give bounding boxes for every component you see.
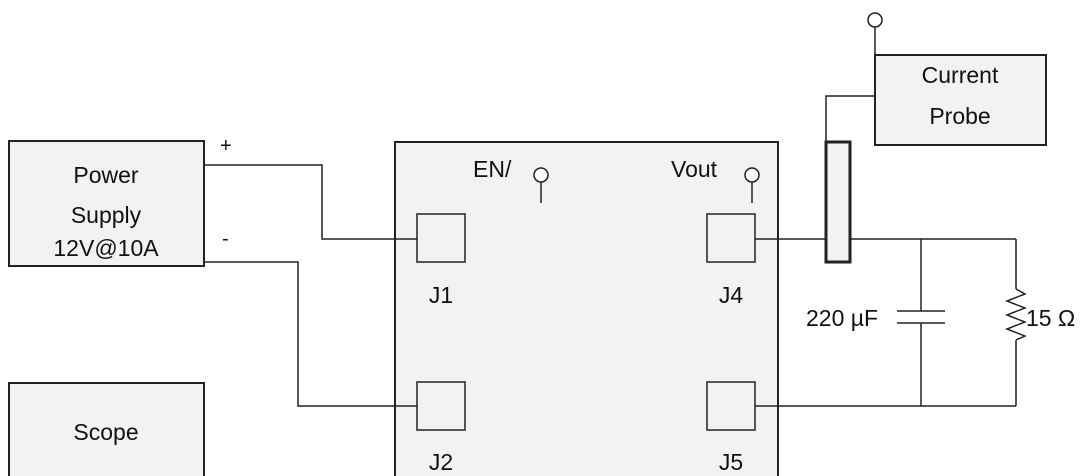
connector-j5: [706, 381, 756, 431]
j4-label: J4: [719, 282, 744, 308]
capacitor-label: 220 µF: [806, 305, 878, 331]
current-probe-label-line2: Probe: [929, 103, 990, 129]
scope-label: Scope: [73, 419, 138, 445]
power-supply-label-line1: Power: [73, 162, 139, 188]
positive-supply-wire: [204, 164, 417, 240]
current-probe-clamp: [824, 140, 852, 264]
j1-label: J1: [429, 282, 453, 308]
resistor-label: 15 Ω: [1026, 305, 1075, 331]
vout-test-point: [744, 167, 760, 183]
power-supply-block: Power Supply 12V@10A: [8, 140, 205, 267]
j5-label: J5: [719, 449, 743, 475]
probe-connection-point: [867, 12, 883, 28]
negative-terminal-sign: -: [222, 228, 229, 250]
probe-cable: [825, 95, 875, 142]
positive-terminal-sign: +: [220, 135, 232, 157]
en-label: EN/: [473, 156, 512, 182]
power-supply-label-line2: Supply: [71, 202, 142, 228]
connector-j1: [416, 213, 466, 263]
connector-j2: [416, 381, 466, 431]
connector-j4: [706, 213, 756, 263]
current-probe-label-line1: Current: [922, 62, 999, 88]
j2-label: J2: [429, 449, 453, 475]
vout-label: Vout: [671, 156, 718, 182]
power-supply-label-line3: 12V@10A: [53, 235, 159, 261]
negative-supply-wire: [204, 261, 417, 407]
load-resistor: [1004, 239, 1028, 406]
scope-block: Scope: [8, 382, 205, 476]
en-test-point: [533, 167, 549, 183]
current-probe-block: Current Probe: [874, 54, 1047, 146]
load-capacitor: [897, 239, 945, 406]
